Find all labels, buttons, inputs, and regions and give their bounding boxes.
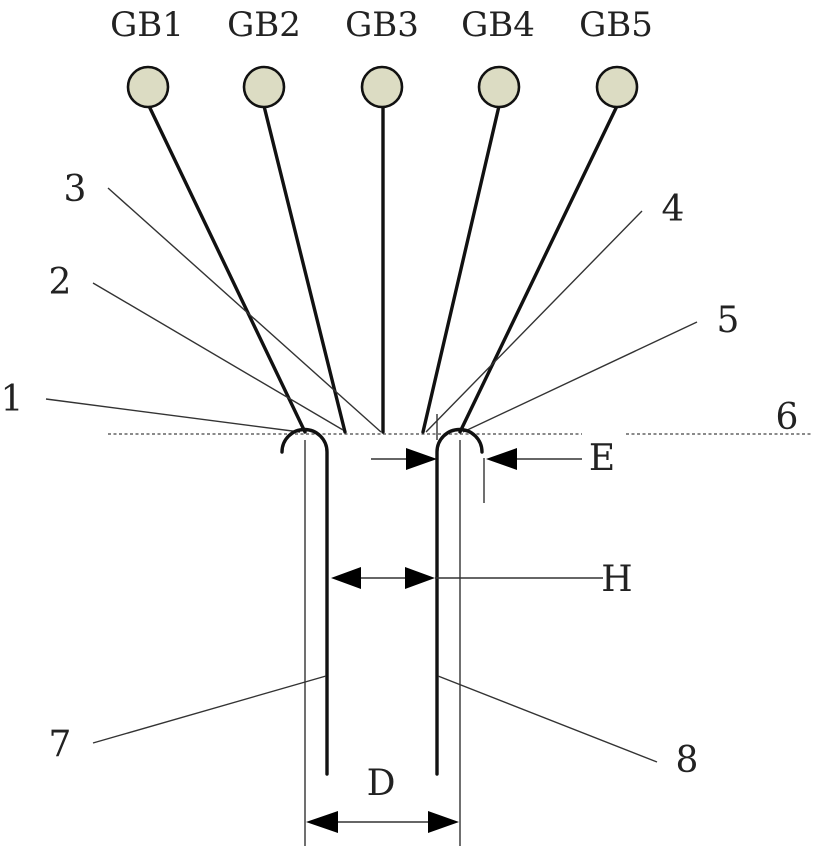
callout-7: 7 xyxy=(49,724,72,765)
callout-1: 1 xyxy=(1,379,24,420)
callout-6: 6 xyxy=(776,397,799,438)
node-gb4 xyxy=(479,67,519,107)
leader-5 xyxy=(463,322,697,432)
dimension-e-arrow-right xyxy=(486,448,517,470)
label-gb4: GB4 xyxy=(461,5,535,45)
node-gb1 xyxy=(128,67,168,107)
node-gb2 xyxy=(244,67,284,107)
dimension-h-arrow-right xyxy=(405,567,435,589)
node-gb3 xyxy=(362,67,402,107)
label-gb5: GB5 xyxy=(579,5,653,45)
dimension-d-arrow-left xyxy=(306,811,338,833)
callout-3: 3 xyxy=(64,169,87,210)
leader-8 xyxy=(438,676,657,762)
label-gb3: GB3 xyxy=(345,5,419,45)
label-gb1: GB1 xyxy=(110,5,184,45)
dimension-e-arrow-left xyxy=(406,448,437,470)
wire-gb2 xyxy=(264,106,345,432)
callout-8: 8 xyxy=(676,740,699,781)
leader-2 xyxy=(93,283,343,430)
label-d: D xyxy=(367,763,396,804)
leader-3 xyxy=(108,188,381,432)
dimension-h-arrow-left xyxy=(331,567,361,589)
node-gb5 xyxy=(597,67,637,107)
callout-2: 2 xyxy=(49,262,72,303)
wire-gb1 xyxy=(149,106,305,432)
label-h: H xyxy=(601,559,632,600)
wire-gb4 xyxy=(423,106,499,432)
label-e: E xyxy=(589,438,615,479)
wire-gb5 xyxy=(460,106,617,432)
label-gb2: GB2 xyxy=(227,5,301,45)
leader-7 xyxy=(93,676,326,743)
leader-1 xyxy=(46,399,300,432)
callout-5: 5 xyxy=(717,300,740,341)
dimension-d-arrow-right xyxy=(428,811,459,833)
callout-4: 4 xyxy=(662,189,685,230)
